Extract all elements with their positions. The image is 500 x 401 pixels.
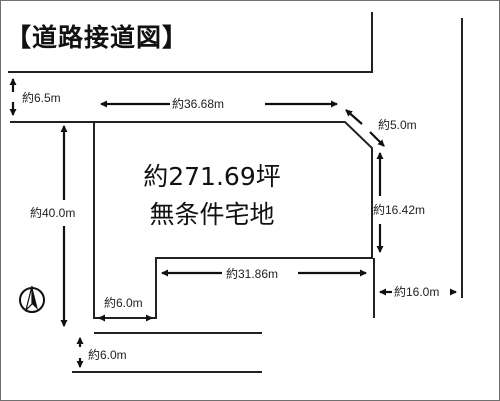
dim-corner-arrow-b	[369, 131, 385, 147]
diagram-title: 【道路接道図】	[6, 23, 189, 52]
dim-corner-arrow-a	[345, 109, 363, 125]
label-corner-cut: 約5.0m	[378, 118, 417, 132]
north-arrow-icon	[19, 285, 45, 313]
label-right-edge: 約16.42m	[373, 203, 426, 217]
upper-road-edge	[8, 12, 373, 73]
label-left-edge: 約40.0m	[30, 206, 76, 220]
label-frontage: 約6.0m	[104, 296, 143, 310]
lot-area: 約271.69坪	[143, 162, 281, 191]
label-inner-bottom: 約31.86m	[226, 267, 279, 281]
label-top-edge: 約36.68m	[172, 97, 225, 111]
label-right-road: 約16.0m	[394, 285, 440, 299]
label-road-top-width: 約6.5m	[22, 91, 61, 105]
lot-condition: 無条件宅地	[149, 200, 275, 229]
label-bottom-road: 約6.0m	[88, 348, 127, 362]
boundary-lines	[8, 12, 463, 373]
